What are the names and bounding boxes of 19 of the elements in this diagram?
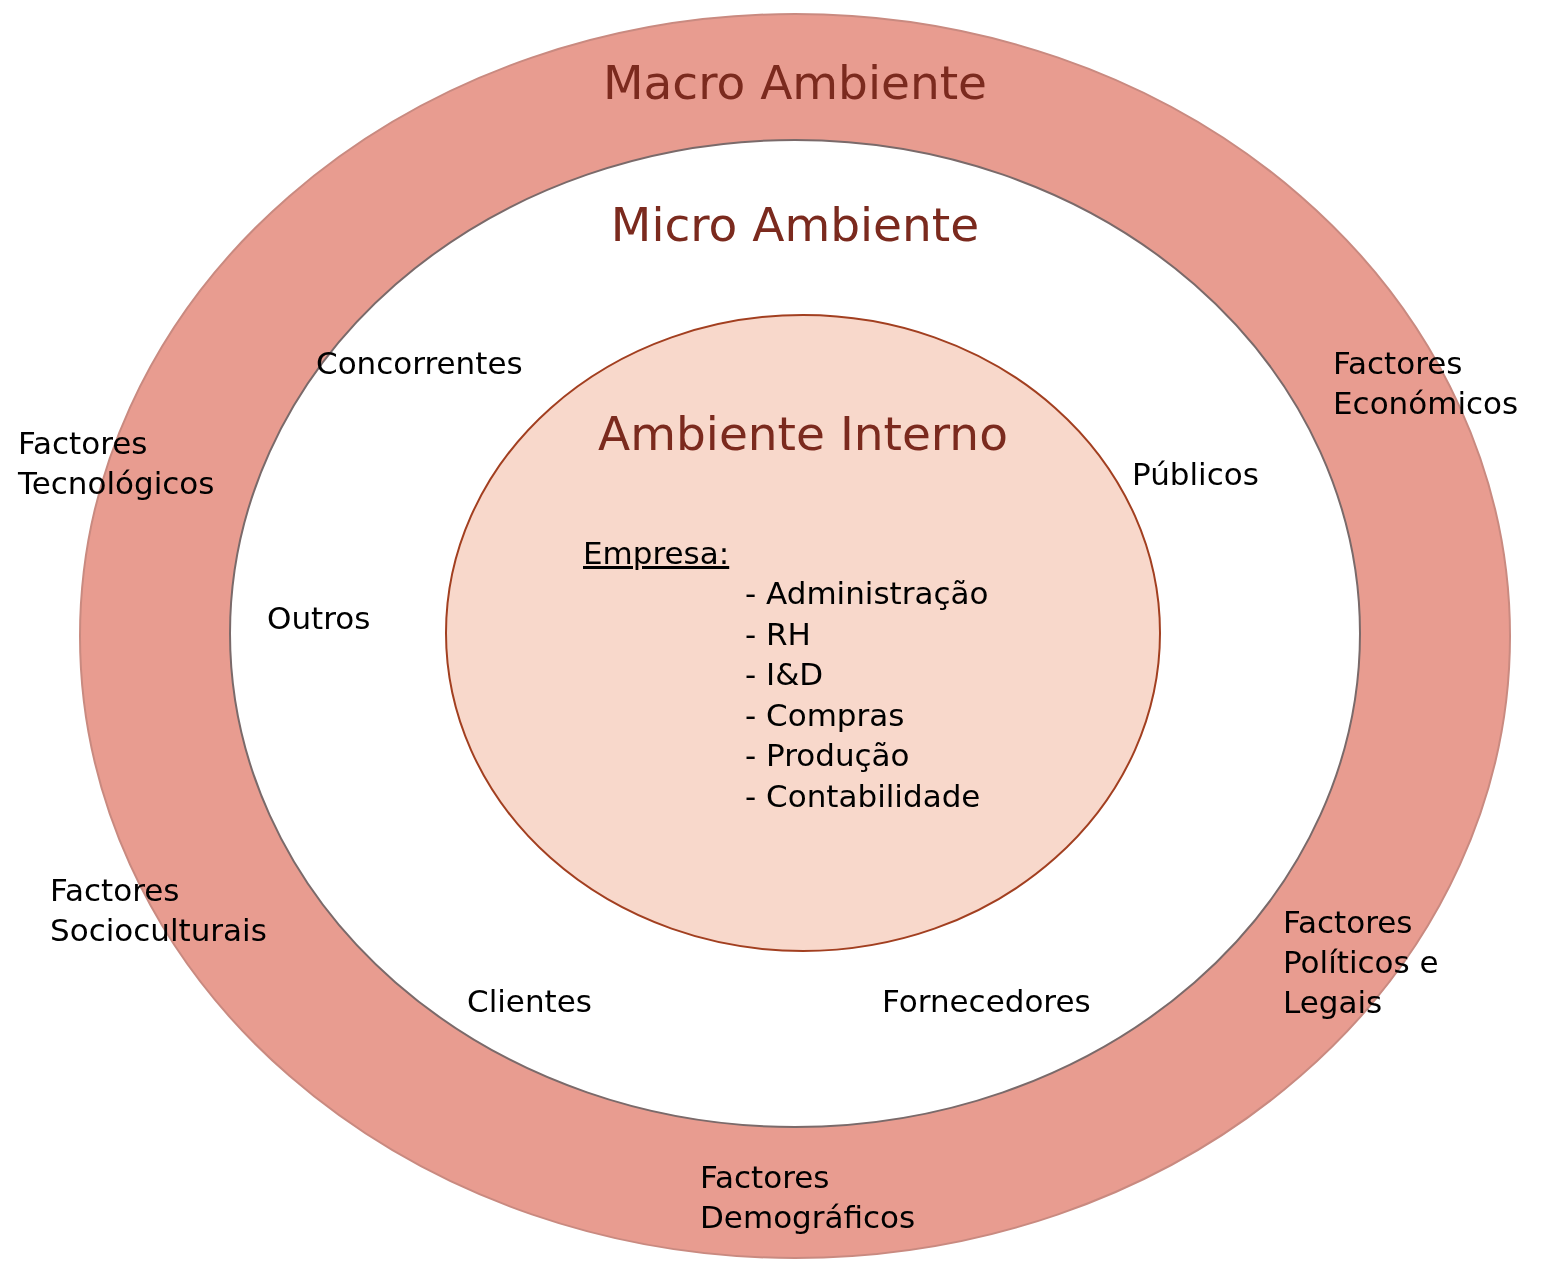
list-heading: Empresa:	[583, 534, 730, 573]
heading: Macro Ambiente	[602, 55, 988, 110]
list-item: - Contabilidade	[745, 776, 981, 816]
factor-label: Outros	[267, 599, 371, 638]
list-item: - Administração	[745, 574, 989, 613]
factor-label: Fornecedores	[882, 982, 1091, 1021]
list-item: - I&D	[745, 655, 824, 694]
list-item: - RH	[745, 614, 811, 654]
factor-label: Factores Políticos e Legais	[1283, 903, 1440, 1022]
factor-label: Factores Demográficos	[700, 1158, 916, 1237]
list-item: - Produção	[745, 736, 910, 775]
list-item: - Compras	[745, 695, 905, 735]
factor-label: Factores Tecnológicos	[18, 424, 215, 503]
factor-label: Factores Socioculturais	[50, 871, 267, 950]
heading: Ambiente Interno	[598, 406, 1008, 461]
factor-label: Factores Económicos	[1333, 344, 1519, 423]
factor-label: Clientes	[467, 982, 592, 1021]
heading: Micro Ambiente	[610, 197, 980, 252]
factor-label: Públicos	[1132, 455, 1259, 494]
